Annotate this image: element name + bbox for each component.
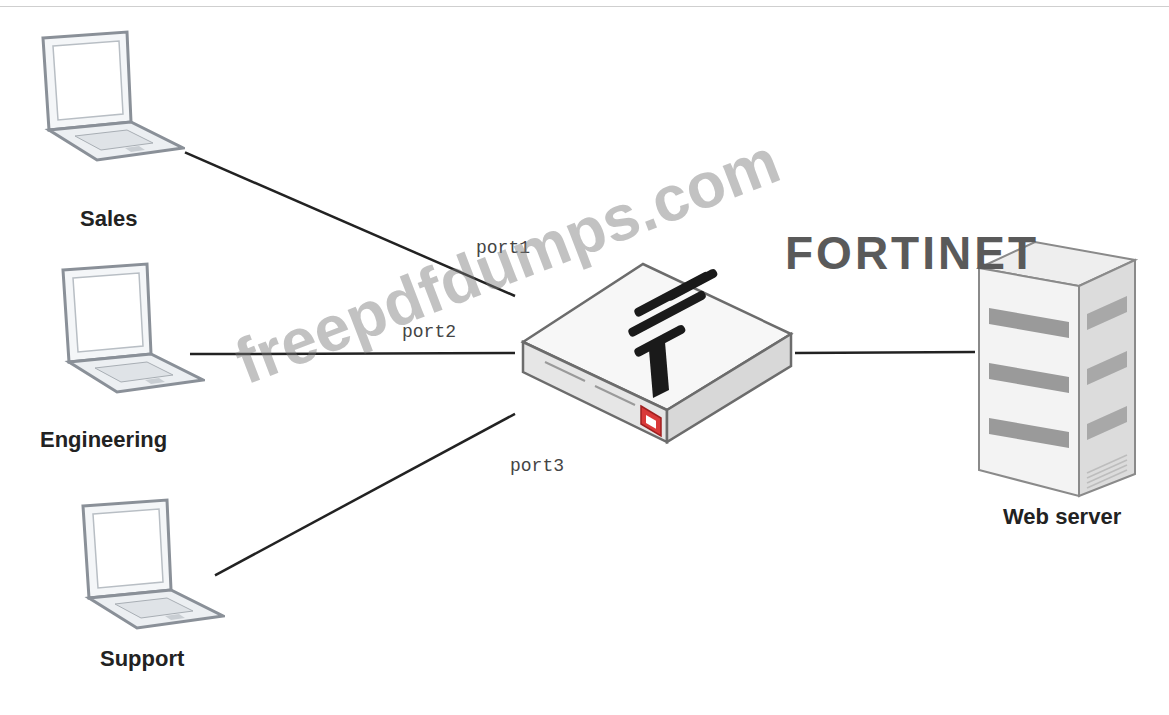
link-line (795, 352, 975, 353)
laptop-icon (75, 498, 225, 633)
server-node: Web server (975, 238, 1140, 538)
laptop-node: Sales (35, 30, 185, 234)
port-label: port3 (508, 456, 566, 476)
laptop-node: Engineering (38, 262, 190, 458)
port-label: port1 (474, 238, 532, 258)
network-link (795, 352, 975, 353)
port-label: port2 (400, 322, 458, 342)
node-label: Support (100, 646, 184, 672)
network-link (190, 353, 515, 354)
laptop-icon (35, 30, 185, 165)
network-link (215, 414, 515, 576)
link-line (190, 353, 515, 354)
node-label: Web server (1003, 504, 1121, 530)
brand-logo: FORTINET (785, 226, 1039, 280)
link-line (215, 414, 515, 576)
top-rule (0, 6, 1169, 7)
laptop-node: Support (75, 498, 215, 680)
laptop-icon (55, 262, 205, 397)
node-label: Engineering (40, 427, 167, 453)
link-line (185, 152, 515, 296)
node-label: Sales (80, 206, 138, 232)
network-link (185, 152, 515, 296)
firewall-device (515, 258, 795, 448)
fortigate-device (515, 258, 795, 448)
